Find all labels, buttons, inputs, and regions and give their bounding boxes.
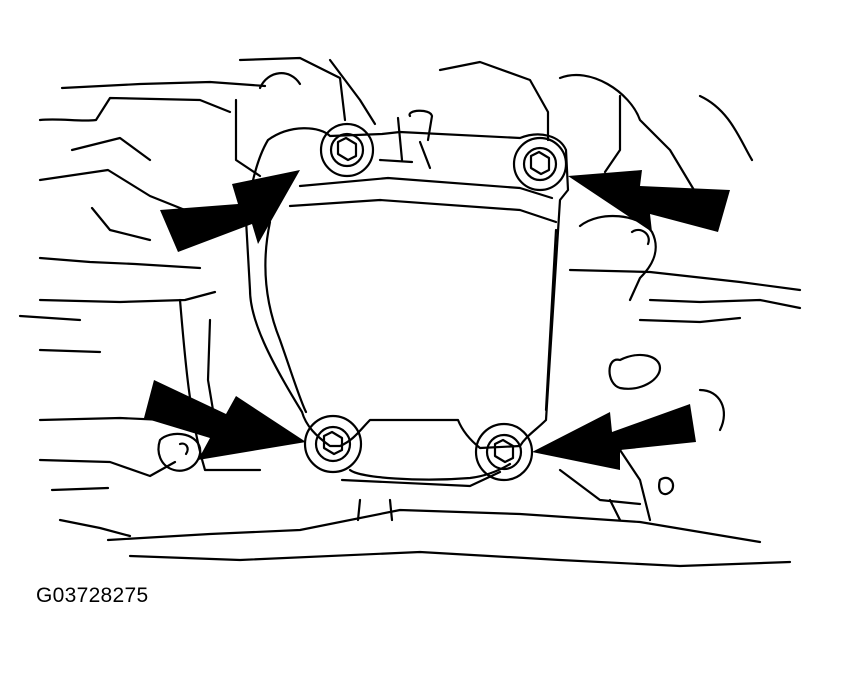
bolt-icon [303,414,363,474]
housing-outline [18,56,802,568]
arrow-icon [532,404,696,470]
bolt-icon [319,122,375,178]
bolt-icon [474,422,534,482]
arrow-icon [568,170,730,232]
mount-plate [244,109,570,488]
arrow-icon [160,170,300,252]
bolt-icon [512,136,568,192]
arrow-icon [144,380,306,460]
figure-code-label: G03728275 [36,584,149,607]
